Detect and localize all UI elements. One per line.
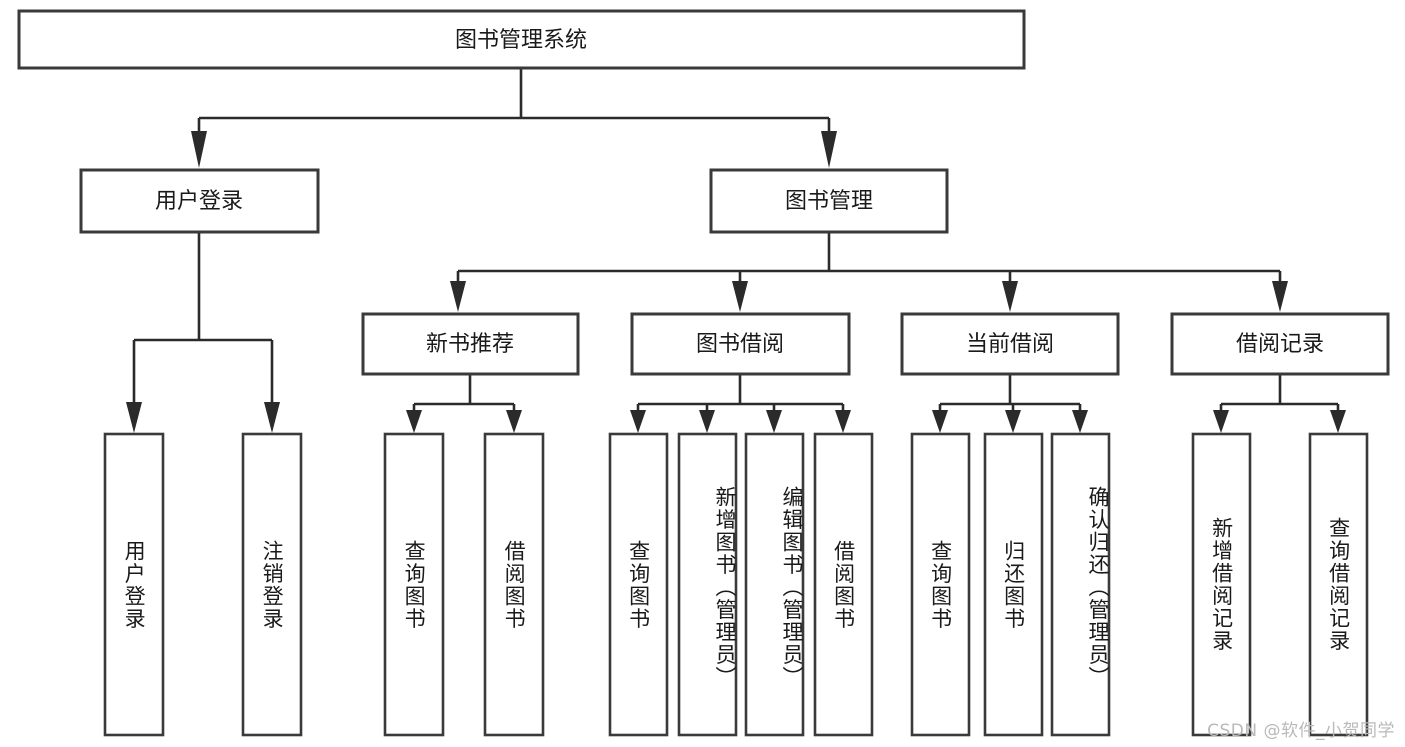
node-book-manage[interactable]: 图书管理 (709, 168, 949, 234)
arrow-head-icon (1072, 410, 1088, 433)
node-user-login-label: 用户登录 (155, 189, 243, 214)
leaf-box-edit-book-admin[interactable] (744, 432, 805, 737)
leaf-box-add-book-admin[interactable] (677, 432, 738, 737)
arrow-head-icon (732, 281, 748, 312)
node-book-borrow-label: 图书借阅 (696, 332, 784, 357)
node-user-login[interactable]: 用户登录 (79, 168, 320, 234)
node-new-book-recommend-label: 新书推荐 (426, 332, 514, 357)
node-new-book-recommend-box[interactable] (361, 312, 580, 376)
arrow-head-icon (264, 402, 280, 433)
node-book-borrow-box[interactable] (630, 312, 851, 376)
connector-userlogin-to-leaves (126, 232, 280, 433)
node-current-borrow-label: 当前借阅 (966, 332, 1054, 357)
leaf-box-query-borrow-record[interactable] (1308, 432, 1369, 737)
leaf-box-query-book-current[interactable] (910, 432, 971, 737)
connector-bookborrow-to-leaves (630, 374, 851, 433)
node-root-box[interactable] (17, 9, 1026, 70)
node-root-label: 图书管理系统 (455, 28, 587, 53)
leaf-boxes (103, 432, 1369, 737)
connector-newbook-to-leaves (406, 374, 522, 433)
connector-borrowrecord-to-leaves (1213, 374, 1346, 433)
arrow-head-icon (821, 131, 837, 168)
arrow-head-icon (126, 402, 142, 433)
arrow-head-icon (506, 410, 522, 433)
arrow-head-icon (699, 410, 715, 433)
leaf-box-user-login[interactable] (103, 432, 165, 737)
node-user-login-box[interactable] (79, 168, 320, 234)
node-book-manage-box[interactable] (709, 168, 949, 234)
arrow-head-icon (406, 410, 422, 433)
arrow-head-icon (1002, 281, 1018, 312)
node-current-borrow[interactable]: 当前借阅 (900, 312, 1120, 376)
csdn-watermark: CSDN @软件_小贺同学 (1207, 721, 1395, 741)
leaf-box-return-book[interactable] (983, 432, 1044, 737)
arrow-head-icon (766, 410, 782, 433)
arrow-head-icon (450, 281, 466, 312)
node-book-manage-label: 图书管理 (785, 189, 873, 214)
connector-currentborrow-to-leaves (932, 374, 1088, 433)
leaf-box-confirm-return-admin[interactable] (1050, 432, 1111, 737)
node-root[interactable]: 图书管理系统 (17, 9, 1026, 70)
leaf-box-query-book-rec[interactable] (383, 432, 445, 737)
node-current-borrow-box[interactable] (900, 312, 1120, 376)
leaf-box-borrow-book-rec[interactable] (483, 432, 545, 737)
node-book-borrow[interactable]: 图书借阅 (630, 312, 851, 376)
node-borrow-record-box[interactable] (1170, 312, 1390, 376)
arrow-head-icon (630, 410, 646, 433)
node-new-book-recommend[interactable]: 新书推荐 (361, 312, 580, 376)
connector-root-to-level2 (191, 68, 837, 168)
arrow-head-icon (932, 410, 948, 433)
node-borrow-record[interactable]: 借阅记录 (1170, 312, 1390, 376)
connector-bookmanage-to-level3 (450, 232, 1288, 312)
arrow-head-icon (1272, 281, 1288, 312)
leaf-box-logout[interactable] (241, 432, 303, 737)
arrow-head-icon (191, 131, 207, 168)
leaf-box-add-borrow-record[interactable] (1191, 432, 1252, 737)
arrow-head-icon (835, 410, 851, 433)
leaf-box-query-book-borrow[interactable] (608, 432, 669, 737)
node-borrow-record-label: 借阅记录 (1236, 332, 1324, 357)
arrow-head-icon (1330, 410, 1346, 433)
arrow-head-icon (1005, 410, 1021, 433)
leaf-box-borrow-book[interactable] (813, 432, 874, 737)
arrow-head-icon (1213, 410, 1229, 433)
